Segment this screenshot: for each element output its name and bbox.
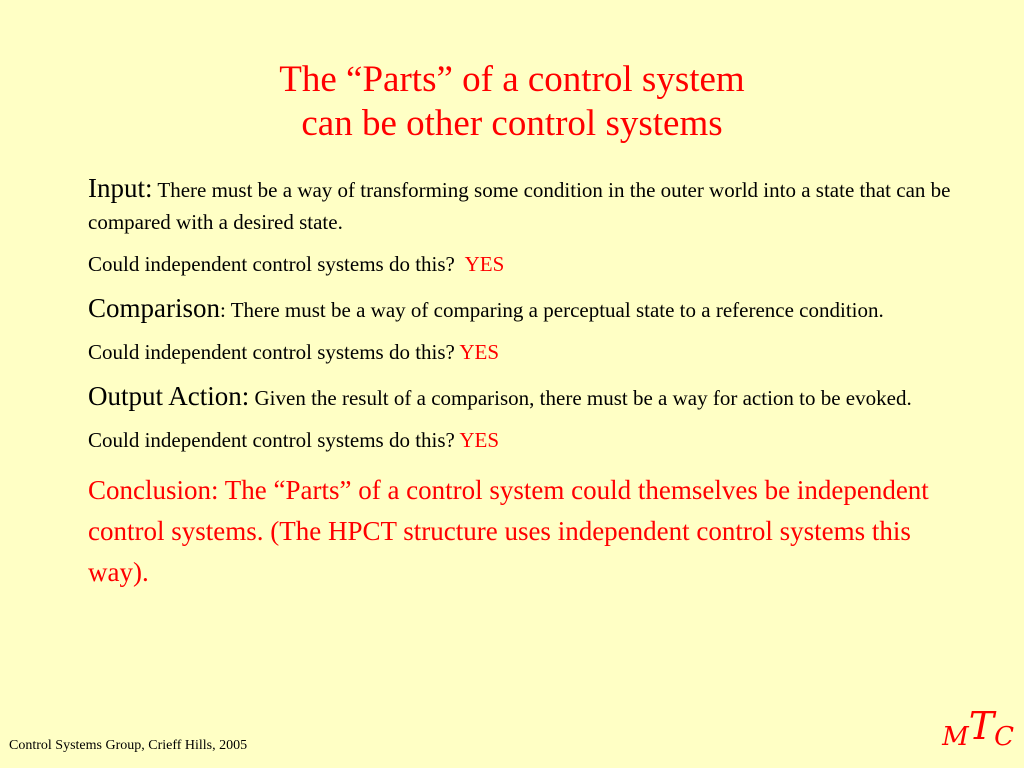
title-line-2: can be other control systems bbox=[301, 103, 723, 144]
comparison-section: Comparison: There must be a way of compa… bbox=[88, 292, 958, 326]
mtc-logo: MTC bbox=[942, 706, 1014, 760]
input-question: Could independent control systems do thi… bbox=[88, 252, 465, 276]
input-answer: YES bbox=[464, 252, 505, 276]
output-action-text: Given the result of a comparison, there … bbox=[249, 386, 912, 410]
comparison-text: : There must be a way of comparing a per… bbox=[220, 298, 884, 322]
input-section: Input: There must be a way of transformi… bbox=[88, 172, 958, 238]
slide-body: Input: There must be a way of transformi… bbox=[88, 172, 958, 593]
comparison-lead: Comparison bbox=[88, 293, 220, 323]
output-action-question-line: Could independent control systems do thi… bbox=[88, 426, 958, 454]
output-action-answer: YES bbox=[459, 428, 500, 452]
input-lead: Input: bbox=[88, 173, 153, 203]
comparison-answer: YES bbox=[459, 340, 500, 364]
footer-credit: Control Systems Group, Crieff Hills, 200… bbox=[9, 738, 248, 753]
conclusion: Conclusion: The “Parts” of a control sys… bbox=[88, 475, 929, 587]
logo-letter-m: M bbox=[942, 722, 969, 752]
output-action-question: Could independent control systems do thi… bbox=[88, 428, 460, 452]
output-action-lead: Output Action: bbox=[88, 381, 250, 411]
output-action-section: Output Action: Given the result of a com… bbox=[88, 380, 958, 414]
input-text: There must be a way of transforming some… bbox=[88, 178, 951, 234]
logo-letter-c: C bbox=[994, 722, 1014, 752]
title-line-1: The “Parts” of a control system bbox=[279, 59, 745, 100]
logo-letter-t: T bbox=[968, 704, 995, 748]
comparison-question: Could independent control systems do thi… bbox=[88, 340, 460, 364]
input-question-line: Could independent control systems do thi… bbox=[88, 250, 958, 278]
slide-title: The “Parts” of a control system can be o… bbox=[0, 58, 1024, 146]
comparison-question-line: Could independent control systems do thi… bbox=[88, 338, 958, 366]
